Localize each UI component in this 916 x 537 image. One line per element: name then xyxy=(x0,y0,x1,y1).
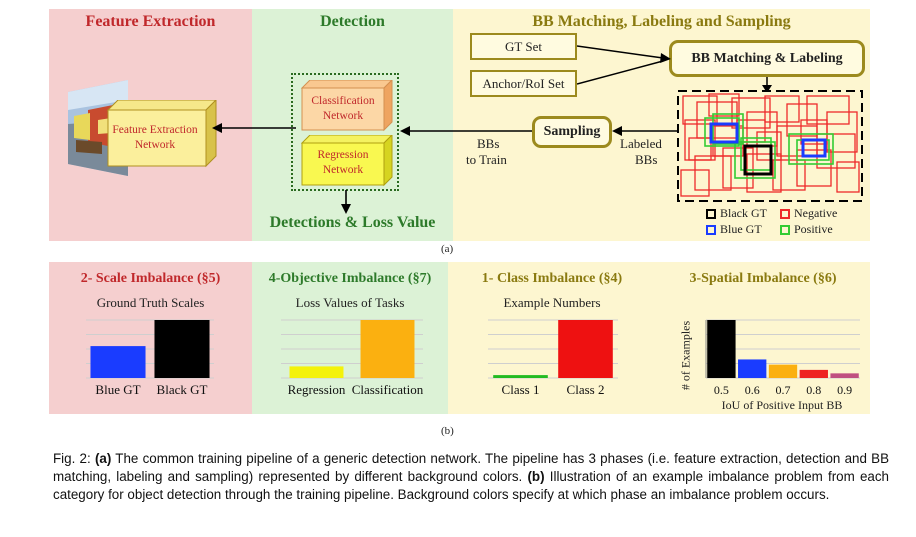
legend-negative: Negative xyxy=(780,206,837,221)
feature-extraction-box xyxy=(106,100,217,168)
tick-label: 0.7 xyxy=(776,383,791,397)
black-gt-swatch xyxy=(706,209,716,220)
bar-0.9 xyxy=(830,373,859,378)
bar-0.8 xyxy=(799,369,828,378)
caption-b-text: Illustration of an example imbalance pro… xyxy=(53,469,889,502)
spatial-title: 3-Spatial Imbalance (§6) xyxy=(689,271,837,286)
arrow-to-detections xyxy=(341,190,351,214)
objective-panel xyxy=(252,262,448,414)
scale-title: 2- Scale Imbalance (§5) xyxy=(80,271,221,286)
classification-box xyxy=(300,80,393,132)
caption-a-text: The common training pipeline of a generi… xyxy=(53,451,889,484)
tick-label: 0.9 xyxy=(837,383,852,397)
arrow-labeled-to-sampling xyxy=(612,126,680,136)
labeled-bbs-image xyxy=(677,90,863,202)
negative-swatch xyxy=(780,209,790,220)
figure-caption: Fig. 2: (a) The common training pipeline… xyxy=(53,450,889,504)
arrow-to-labeled xyxy=(762,77,772,93)
scale-chart: Blue GT Black GT xyxy=(86,319,214,397)
tick-label: Classification xyxy=(352,382,424,397)
tick-label: 0.5 xyxy=(714,383,729,397)
caption-b-label: (b) xyxy=(527,469,545,484)
caption-a-label: (a) xyxy=(94,451,112,466)
regression-box xyxy=(300,135,393,187)
tick-label: 0.6 xyxy=(745,383,760,397)
classification-network-label: Classification Network xyxy=(311,95,375,122)
tick-label: Class 2 xyxy=(567,382,605,397)
bar-classification xyxy=(360,320,415,378)
labeled-line1: Labeled xyxy=(620,136,662,151)
arrow-sampling-to-detection xyxy=(400,126,532,136)
sub-label-a: (a) xyxy=(441,243,454,255)
class-subtitle: Example Numbers xyxy=(503,295,601,310)
legend-black-gt: Black GT xyxy=(706,206,767,221)
bar-class-2 xyxy=(558,320,613,378)
legend-positive-text: Positive xyxy=(794,222,833,236)
bar-black-gt xyxy=(154,320,210,378)
bb-matching-title: BB Matching, Labeling and Sampling xyxy=(532,13,791,30)
tick-label: Class 1 xyxy=(502,382,540,397)
bbs-to-train-line1: BBs xyxy=(477,136,500,151)
tick-label: Regression xyxy=(288,382,346,397)
detections-loss-label: Detections & Loss Value xyxy=(269,214,436,231)
sub-label-b: (b) xyxy=(441,425,454,437)
tick-label: 0.8 xyxy=(806,383,821,397)
legend-blue-gt-text: Blue GT xyxy=(720,222,762,236)
scale-panel xyxy=(49,262,252,414)
bb-matching-labeling-box: BB Matching & Labeling xyxy=(669,40,865,77)
legend-blue-gt: Blue GT xyxy=(706,222,762,237)
bar-0.5 xyxy=(707,320,736,378)
class-chart: Class 1 Class 2 xyxy=(488,319,618,397)
feature-extraction-network-label: Feature Extraction Network xyxy=(112,124,198,151)
spatial-chart: 0.5 0.6 0.7 0.8 0.9 xyxy=(705,319,860,397)
caption-fig: Fig. 2: xyxy=(53,451,91,466)
blue-gt-swatch xyxy=(706,225,716,236)
legend-black-gt-text: Black GT xyxy=(720,206,767,220)
gt-set-box: GT Set xyxy=(470,33,577,60)
spatial-panel xyxy=(656,262,870,414)
regression-network-label: Regression Network xyxy=(317,149,369,176)
sampling-box: Sampling xyxy=(532,116,612,148)
legend-negative-text: Negative xyxy=(794,206,838,220)
objective-title: 4-Objective Imbalance (§7) xyxy=(268,271,432,286)
arrows-to-matching xyxy=(577,45,671,85)
positive-swatch xyxy=(780,225,790,236)
bbs-to-train-line2: to Train xyxy=(466,152,507,167)
detection-heads-group xyxy=(291,73,399,191)
labeled-line2: BBs xyxy=(635,152,658,167)
feature-extraction-title: Feature Extraction xyxy=(85,13,216,30)
tick-label: Blue GT xyxy=(95,382,140,397)
scale-subtitle: Ground Truth Scales xyxy=(96,295,205,310)
arrow-to-feature xyxy=(212,123,296,133)
class-title: 1- Class Imbalance (§4) xyxy=(481,271,623,286)
detection-title: Detection xyxy=(320,13,385,30)
bar-class-1 xyxy=(493,375,548,378)
objective-chart: Regression Classification xyxy=(281,319,424,397)
anchor-set-box: Anchor/RoI Set xyxy=(470,70,577,97)
spatial-xlabel: IoU of Positive Input BB xyxy=(721,398,843,412)
bar-blue-gt xyxy=(90,346,146,378)
legend-positive: Positive xyxy=(780,222,833,237)
bar-regression xyxy=(289,366,344,378)
objective-subtitle: Loss Values of Tasks xyxy=(295,295,405,310)
bar-0.7 xyxy=(768,364,798,378)
spatial-ylabel: # of Examples xyxy=(678,320,693,391)
tick-label: Black GT xyxy=(157,382,208,397)
bar-0.6 xyxy=(738,359,767,378)
class-panel xyxy=(448,262,656,414)
